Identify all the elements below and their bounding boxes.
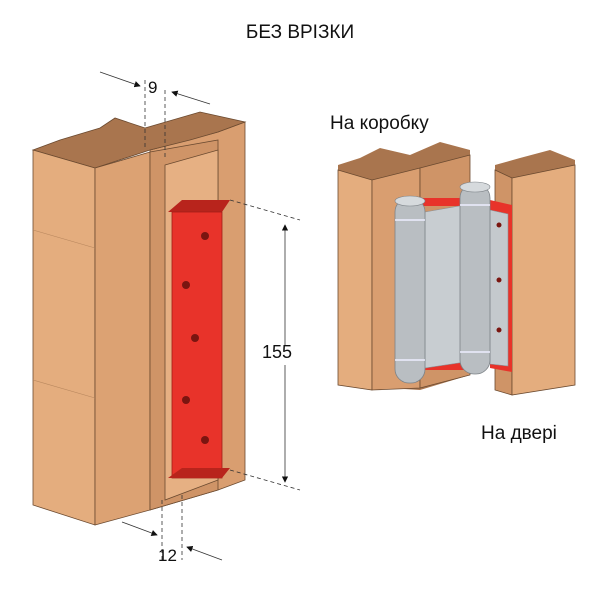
dimension-top-offset: 9 <box>148 78 158 97</box>
mounting-plate <box>168 200 230 479</box>
dimension-plate-length: 155 <box>262 342 293 362</box>
dimension-lines <box>99 71 301 561</box>
diagram-title: БЕЗ ВРІЗКИ <box>245 22 355 43</box>
label-frame-mount: На коробку <box>330 113 429 134</box>
label-door-mount: На двері <box>481 423 557 444</box>
dimension-bottom-offset: 12 <box>158 546 177 565</box>
spring-hinge <box>394 181 512 384</box>
right-door <box>494 150 576 396</box>
